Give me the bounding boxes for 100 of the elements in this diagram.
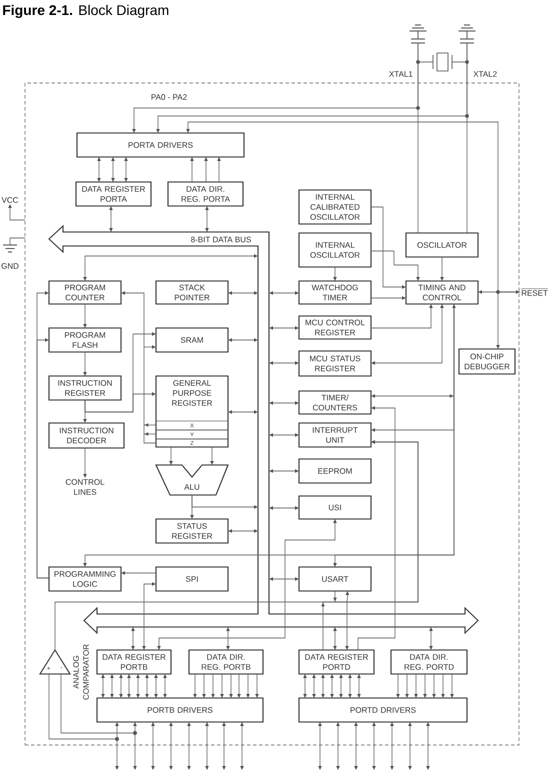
arrow bbox=[339, 674, 343, 698]
arrow bbox=[142, 582, 156, 650]
pin-label: PA0 - PA2 bbox=[152, 94, 187, 100]
figure-title: Figure 2-1. Block Diagram bbox=[3, 4, 168, 18]
arrow bbox=[119, 674, 123, 698]
arrow bbox=[370, 206, 406, 289]
arrow bbox=[405, 674, 409, 698]
arrow bbox=[131, 627, 135, 650]
arrow bbox=[133, 734, 137, 770]
arrow bbox=[83, 254, 258, 281]
arrow bbox=[157, 519, 337, 650]
arrow bbox=[345, 591, 350, 650]
arrow bbox=[357, 674, 361, 698]
arrow bbox=[269, 401, 299, 405]
arrow bbox=[36, 338, 50, 578]
block-box: INTERNAL OSCILLATOR bbox=[298, 232, 372, 268]
block-box: PORTD DRIVERS bbox=[298, 697, 468, 723]
arrow bbox=[269, 577, 299, 581]
arrow bbox=[450, 674, 454, 698]
block-box: MCU CONTROL REGISTER bbox=[298, 315, 372, 340]
block-box: OSCILLATOR bbox=[405, 232, 479, 258]
block-box: USART bbox=[298, 566, 372, 592]
pin-label: XTAL1 bbox=[389, 71, 412, 77]
arrow bbox=[370, 250, 420, 281]
arrow bbox=[127, 674, 131, 698]
arrow bbox=[333, 627, 337, 650]
arrow bbox=[440, 256, 444, 281]
block-box: PORTB DRIVERS bbox=[96, 697, 264, 723]
block-box: ON-CHIP DEBUGGER bbox=[458, 348, 516, 375]
arrow bbox=[111, 157, 115, 182]
arrow bbox=[193, 674, 197, 698]
block-box: INSTRUCTION DECODER bbox=[48, 422, 125, 449]
arrow bbox=[192, 494, 258, 509]
arrow bbox=[269, 469, 299, 473]
arrow bbox=[408, 722, 412, 770]
arrow bbox=[372, 722, 376, 770]
arrow bbox=[496, 292, 520, 349]
block-box: INTERRUPT UNIT bbox=[298, 422, 372, 448]
arrow bbox=[269, 506, 299, 510]
arrow bbox=[205, 206, 209, 232]
block-box: DATA DIR. REG. PORTB bbox=[188, 649, 264, 675]
pin-label: GND bbox=[2, 263, 18, 269]
block-box: PORTA DRIVERS bbox=[76, 132, 245, 158]
arrow bbox=[432, 674, 436, 698]
arrow bbox=[269, 361, 299, 365]
arrow bbox=[169, 446, 173, 465]
arrow bbox=[133, 722, 137, 732]
arrow bbox=[370, 304, 433, 328]
connector-line bbox=[144, 434, 156, 444]
arrow bbox=[144, 432, 156, 436]
arrow bbox=[202, 674, 206, 698]
arrow bbox=[330, 674, 334, 698]
block-box: PROGRAM COUNTER bbox=[48, 280, 122, 305]
block-box: PROGRAMMING LOGIC bbox=[48, 566, 122, 592]
arrow bbox=[97, 157, 101, 182]
arrow bbox=[222, 722, 226, 770]
pin-label: RESET bbox=[521, 288, 548, 296]
chip-boundary bbox=[24, 82, 520, 746]
arrow bbox=[269, 291, 299, 295]
block-box: DATA REGISTER PORTD bbox=[298, 649, 375, 675]
pin-label: XTAL2 bbox=[473, 71, 497, 77]
arrow bbox=[115, 740, 119, 770]
arrow bbox=[169, 722, 173, 770]
arrow bbox=[441, 674, 445, 698]
block-box: DATA DIR. REG. PORTD bbox=[390, 649, 468, 675]
arrow bbox=[226, 627, 230, 650]
block-box: INTERNAL CALIBRATED OSCILLATOR bbox=[298, 189, 372, 225]
block-box: EEPROM bbox=[298, 458, 372, 484]
arrow bbox=[228, 338, 258, 342]
arrow bbox=[348, 674, 352, 698]
connector-line bbox=[60, 674, 134, 734]
arrow bbox=[354, 722, 358, 770]
arrow bbox=[229, 674, 233, 698]
arrow bbox=[358, 406, 396, 650]
arrow bbox=[423, 674, 427, 698]
arrow bbox=[321, 674, 325, 698]
connector-line bbox=[466, 42, 468, 234]
component-label: ANALOG COMPARATOR bbox=[73, 644, 89, 700]
arrow bbox=[269, 326, 299, 330]
arrow bbox=[154, 674, 158, 698]
arrow bbox=[312, 674, 316, 698]
arrow bbox=[101, 674, 105, 698]
arrow bbox=[211, 674, 215, 698]
arrow bbox=[240, 722, 244, 770]
arrow bbox=[186, 122, 520, 294]
connector-line bbox=[48, 674, 116, 740]
block-box: TIMING AND CONTROL bbox=[405, 280, 479, 305]
arrow bbox=[163, 674, 167, 698]
block-box: WATCHDOG TIMER bbox=[298, 280, 372, 305]
arrow bbox=[110, 674, 114, 698]
arrow bbox=[144, 345, 156, 349]
arrow bbox=[318, 722, 322, 770]
block-box: DATA DIR. REG. PORTA bbox=[167, 181, 244, 207]
block-box: STATUS REGISTER bbox=[155, 518, 229, 544]
connector-line bbox=[10, 238, 26, 246]
arrow bbox=[426, 722, 430, 770]
pin-label: VCC bbox=[2, 197, 18, 203]
arrow bbox=[187, 722, 191, 770]
block-box: TIMER/ COUNTERS bbox=[298, 390, 372, 415]
arrow bbox=[414, 674, 418, 698]
